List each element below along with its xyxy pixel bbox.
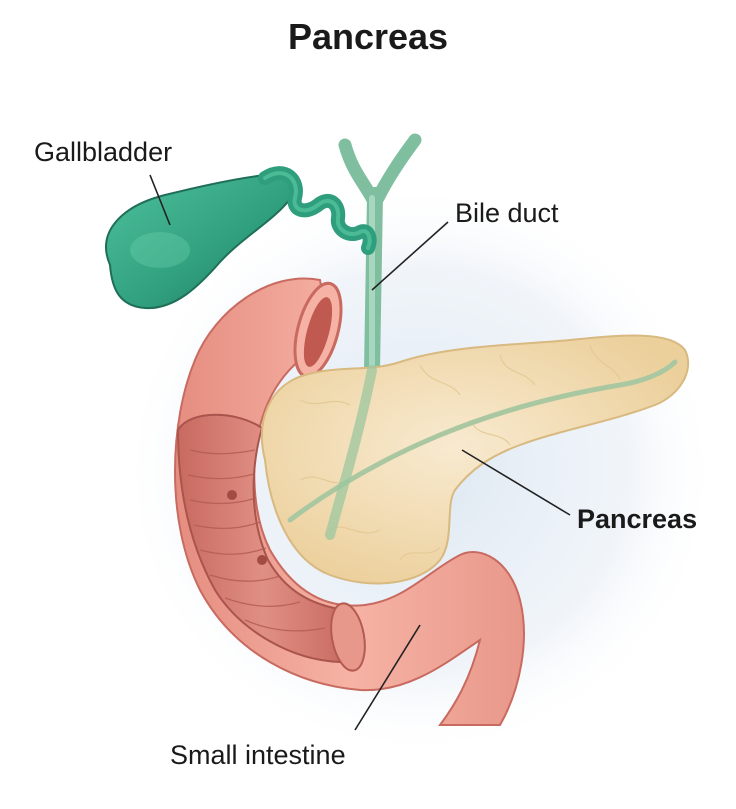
- small-intestine-leader: [354, 624, 421, 731]
- label-bile-duct: Bile duct: [455, 198, 559, 228]
- label-small-intestine: Small intestine: [170, 740, 346, 770]
- pancreas-leader: [461, 449, 571, 516]
- gallbladder-shape: [105, 166, 377, 310]
- bile-duct-shape: [338, 133, 422, 378]
- pancreas-shape: [260, 334, 690, 585]
- diagram-title: Pancreas: [287, 16, 449, 57]
- label-pancreas: Pancreas: [577, 504, 698, 534]
- bile-duct-leader: [371, 221, 449, 291]
- label-gallbladder: Gallbladder: [34, 137, 173, 167]
- small-intestine-shape: [174, 277, 525, 726]
- leader-lines: [149, 174, 571, 731]
- gallbladder-leader: [149, 174, 171, 226]
